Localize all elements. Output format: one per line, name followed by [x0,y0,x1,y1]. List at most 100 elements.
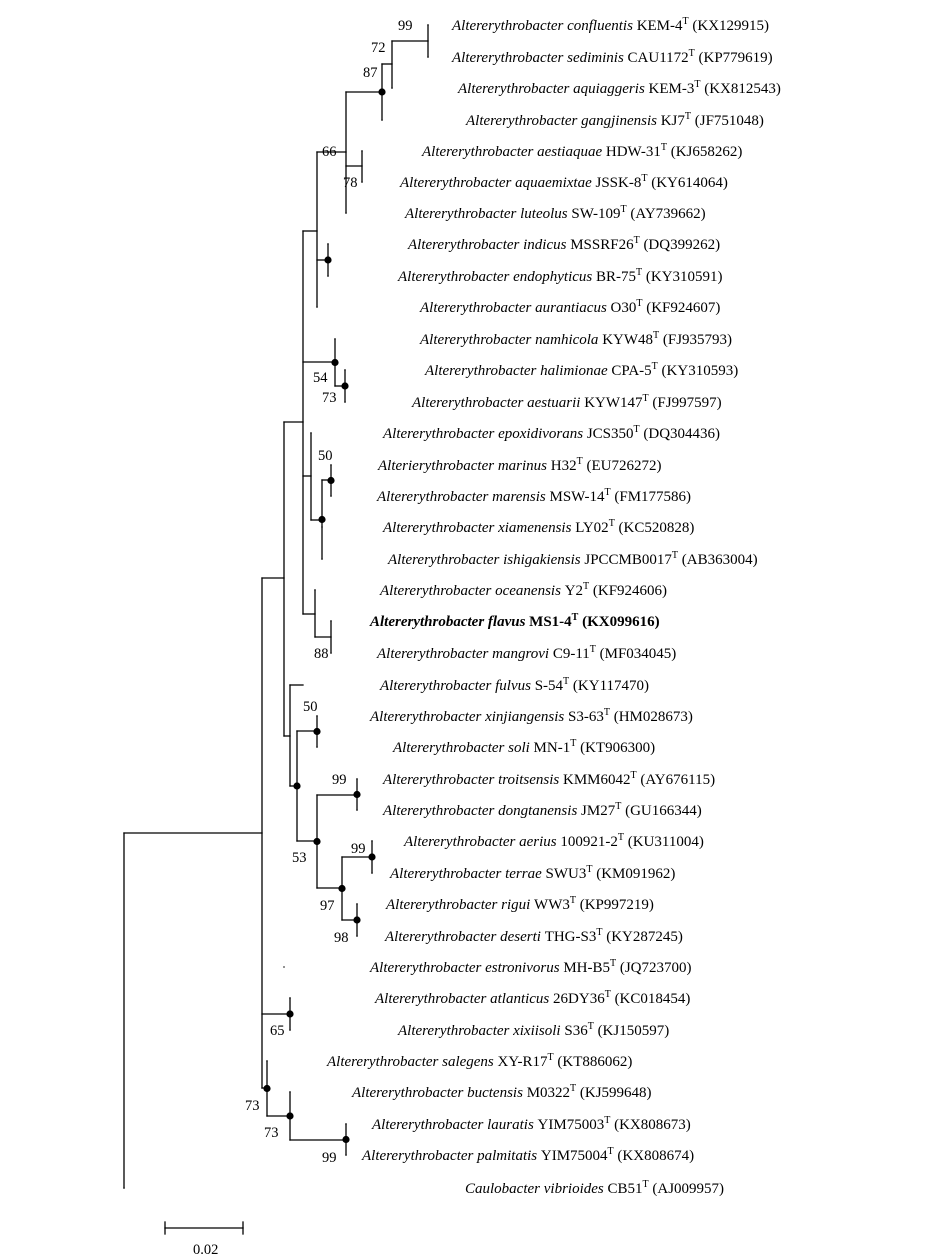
taxon-accession: (KX099616) [582,614,660,630]
taxon-genus: Altererythrobacter [411,395,524,411]
taxon-accession: (JQ723700) [620,960,692,976]
taxon-genus: Altererythrobacter [382,426,495,442]
taxon-genus: Altererythrobacter [382,803,495,819]
taxon-species: mangrovi [492,646,549,662]
taxon-type-mark: T [685,111,691,122]
bootstrap-value: 72 [371,40,386,56]
bootstrap-value: 78 [343,175,358,191]
taxon-genus: Altererythrobacter [399,175,512,191]
taxon-strain: KEM-4 [637,18,683,34]
taxon-genus: Altererythrobacter [385,897,498,913]
taxon-type-mark: T [604,707,610,718]
taxon-species: marinus [498,458,547,474]
taxon-label: Altererythrobacter aurantiacus O30T (KF9… [419,294,720,316]
taxon-strain: CB51 [608,1181,643,1197]
taxon-label: Altererythrobacter gangjinensis KJ7T (JF… [465,107,764,129]
taxon-species: palmitatis [476,1148,537,1164]
taxon-strain: SWU3 [546,866,587,882]
taxon-species: xiamenensis [497,520,571,536]
taxon-accession: (KC018454) [615,991,691,1007]
taxon-strain: JCS350 [587,426,634,442]
taxon-strain: XY-R17 [498,1054,549,1070]
taxon-label: Altererythrobacter salegens XY-R17T (KT8… [326,1048,632,1070]
taxon-species: sediminis [567,50,624,66]
bootstrap-value: 99 [332,772,347,788]
taxon-strain: CAU1172 [628,50,689,66]
taxon-accession: (KX808674) [617,1148,694,1164]
taxon-type-mark: T [563,676,569,687]
bootstrap-value: 99 [398,18,413,34]
taxon-genus: Altererythrobacter [419,300,532,316]
taxon-type-mark: T [694,79,700,90]
bootstrap-value: 73 [322,390,337,406]
taxon-species: ishigakiensis [503,552,581,568]
taxon-strain: JSSK-8 [596,175,642,191]
taxon-type-mark: T [608,1146,614,1157]
taxon-label: Altererythrobacter deserti THG-S3T (KY28… [384,923,683,945]
taxon-type-mark: T [683,16,689,27]
taxon-strain: S3-63 [568,709,604,725]
taxon-strain: KJ7 [661,113,686,129]
taxon-type-mark: T [636,267,642,278]
taxon-accession: (KT886062) [557,1054,632,1070]
taxon-label: Altererythrobacter xiamenensis LY02T (KC… [382,514,694,536]
taxon-accession: (KC520828) [619,520,695,536]
taxon-strain: JPCCMB0017 [584,552,672,568]
taxon-type-mark: T [609,518,615,529]
taxon-accession: (KJ150597) [598,1023,670,1039]
taxon-species: marensis [492,489,546,505]
taxon-genus: Altererythrobacter [404,206,517,222]
taxon-accession: (KX129915) [692,18,769,34]
taxon-genus: Altererythrobacter [421,144,534,160]
taxon-genus: Altererythrobacter [451,50,564,66]
taxon-species: confluentis [567,18,633,34]
taxon-accession: (KY310591) [646,269,723,285]
taxon-accession: (MF034045) [600,646,677,662]
taxon-type-mark: T [570,738,576,749]
taxon-type-mark: T [590,644,596,655]
taxon-species: troitsensis [498,772,559,788]
taxon-genus: Altererythrobacter [379,678,492,694]
taxon-type-mark: T [643,1179,649,1190]
taxon-genus: Altererythrobacter [424,363,537,379]
taxon-strain: LY02 [575,520,609,536]
taxon-species: aquaemixtae [515,175,592,191]
taxon-label: Altererythrobacter aquiaggeris KEM-3T (K… [457,75,781,97]
taxon-label: Altererythrobacter buctensis M0322T (KJ5… [351,1079,652,1101]
taxon-species: aquiaggeris [573,81,645,97]
taxon-strain: YIM75003 [538,1117,605,1133]
taxon-type-mark: T [604,1115,610,1126]
taxon-genus: Caulobacter [465,1181,540,1197]
bootstrap-value: 50 [303,699,318,715]
taxon-strain: 26DY36 [553,991,605,1007]
taxon-genus: Altererythrobacter [407,237,520,253]
taxon-strain: KYW48 [602,332,653,348]
taxon-type-mark: T [588,1021,594,1032]
taxon-strain: THG-S3 [545,929,597,945]
taxon-genus: Altererythrobacter [326,1054,439,1070]
taxon-label: Altererythrobacter terrae SWU3T (KM09196… [389,860,675,882]
taxon-type-mark: T [596,927,602,938]
taxon-strain: HDW-31 [606,144,661,160]
taxon-species: xixiisoli [512,1023,561,1039]
bootstrap-value: 65 [270,1023,285,1039]
taxon-strain: M0322 [527,1085,570,1101]
bootstrap-value: 88 [314,646,329,662]
taxon-strain: 100921-2 [560,834,618,850]
taxon-type-mark: T [631,770,637,781]
taxon-label: Altererythrobacter rigui WW3T (KP997219) [385,891,654,913]
taxon-accession: (KJ599648) [580,1085,652,1101]
taxon-genus: Altererythrobacter [382,772,495,788]
taxon-accession: (GU166344) [625,803,702,819]
taxon-species: salegens [442,1054,494,1070]
taxon-type-mark: T [577,456,583,467]
taxon-strain: MN-1 [534,740,571,756]
taxon-accession: (KP779619) [699,50,773,66]
taxon-genus: Altererythrobacter [457,81,570,97]
taxon-species: atlanticus [490,991,549,1007]
taxon-species: buctensis [467,1085,523,1101]
bootstrap-value: 73 [264,1125,279,1141]
taxon-strain: H32 [551,458,577,474]
taxon-genus: Altererythrobacter [369,960,482,976]
taxon-type-mark: T [586,864,592,875]
